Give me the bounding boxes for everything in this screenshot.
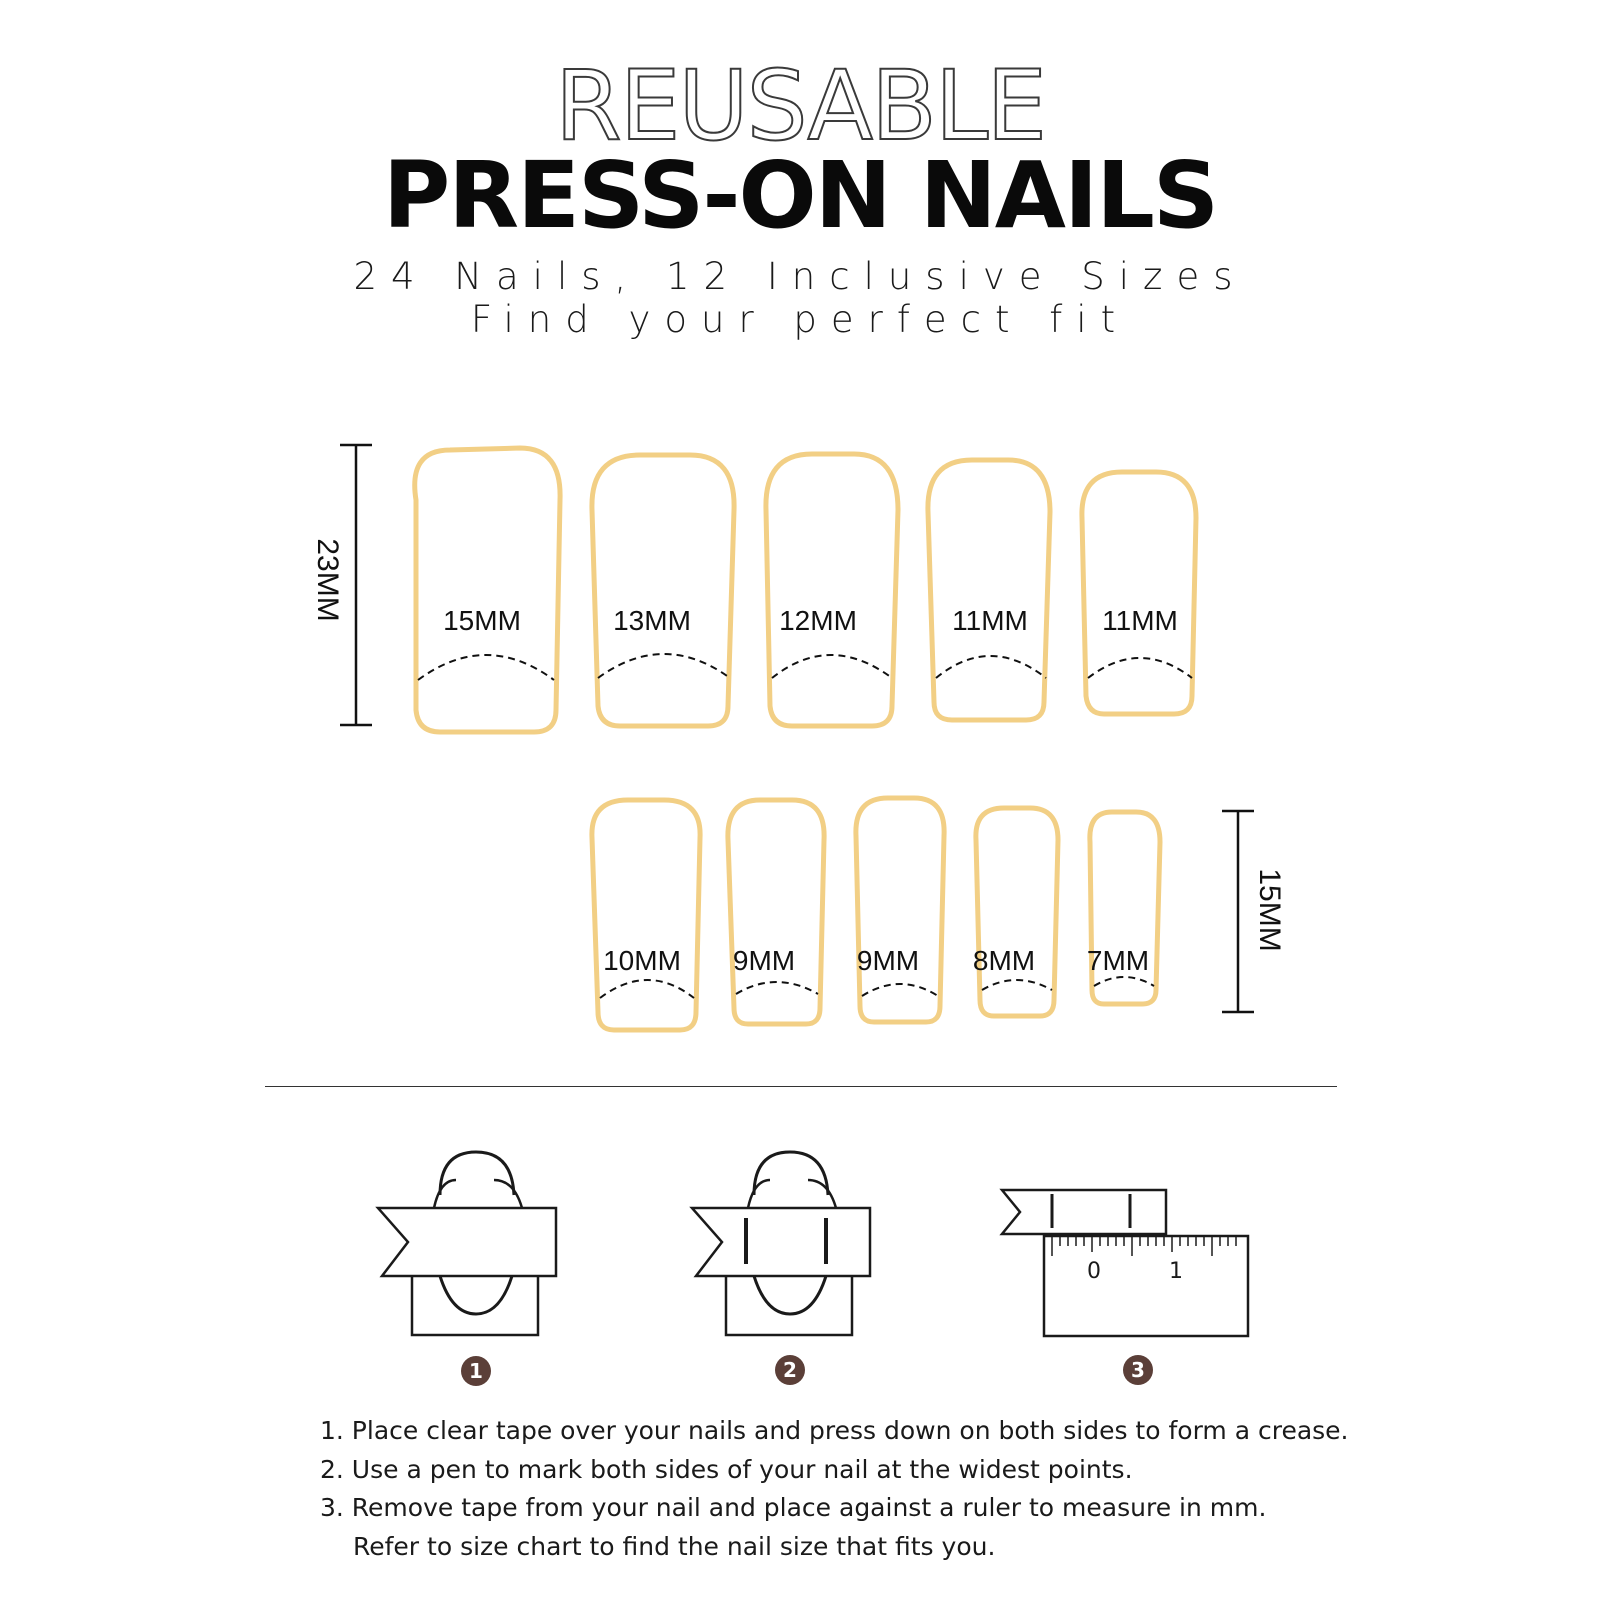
ruler-label-0: 0	[1087, 1259, 1101, 1284]
length-marker-top: 23MM	[311, 443, 372, 727]
subtitle-sizes: 24 Nails, 12 Inclusive Sizes	[353, 255, 1247, 298]
nail-label: 13MM	[613, 605, 691, 636]
nail-label: 7MM	[1087, 945, 1149, 976]
nail-label: 11MM	[1102, 605, 1178, 636]
step-badge-1: 1	[461, 1356, 491, 1386]
step-2-illustration	[689, 1150, 872, 1337]
nail-11mm-b: 11MM	[1079, 469, 1199, 717]
nail-label: 15MM	[443, 605, 521, 636]
length-label-top: 23MM	[311, 538, 344, 621]
step-badge-3: 3	[1123, 1355, 1153, 1385]
nail-label: 11MM	[952, 605, 1028, 636]
instruction-2: 2. Use a pen to mark both sides of your …	[320, 1454, 1133, 1484]
ruler-label-1: 1	[1169, 1259, 1183, 1284]
instruction-3-continuation: Refer to size chart to find the nail siz…	[353, 1531, 996, 1561]
nail-11mm-a: 11MM	[925, 457, 1053, 723]
step-3-illustration: 0 1	[999, 1188, 1250, 1338]
nail-15mm: 15MM	[412, 445, 563, 735]
nail-7mm: 7MM	[1087, 809, 1163, 1007]
instruction-1: 1. Place clear tape over your nails and …	[320, 1416, 1349, 1445]
section-divider	[265, 1086, 1337, 1087]
step-1-illustration	[375, 1150, 558, 1337]
ruler-ticks	[1051, 1236, 1237, 1256]
nail-13mm: 13MM	[589, 452, 737, 729]
title-reusable: REUSABLE	[554, 50, 1048, 162]
length-marker-bottom: 15MM	[1222, 809, 1286, 1014]
subtitle-fit: Find your perfect fit	[470, 298, 1130, 341]
nail-row-top: 15MM 13MM 12MM 11MM 11MM	[412, 445, 1199, 735]
nail-9mm-b: 9MM	[853, 795, 947, 1025]
step-badge-2: 2	[775, 1355, 805, 1385]
nail-size-chart: 23MM 15MM 15MM 13MM 12MM 11MM	[311, 443, 1286, 1033]
title-press-on-nails: PRESS-ON NAILS	[382, 142, 1219, 249]
nail-9mm-a: 9MM	[725, 797, 827, 1027]
length-label-bottom: 15MM	[1253, 868, 1286, 951]
measuring-instructions: 1. Place clear tape over your nails and …	[320, 1412, 1360, 1566]
nail-label: 10MM	[603, 945, 681, 976]
nail-label: 12MM	[779, 605, 857, 636]
nail-label: 8MM	[973, 945, 1035, 976]
nail-row-bottom: 10MM 9MM 9MM 8MM 7MM	[589, 795, 1163, 1033]
nail-8mm: 8MM	[973, 805, 1061, 1019]
nail-label: 9MM	[733, 945, 795, 976]
nail-12mm: 12MM	[763, 451, 901, 729]
instruction-3: 3. Remove tape from your nail and place …	[320, 1493, 1267, 1522]
nail-10mm: 10MM	[589, 797, 703, 1033]
nail-label: 9MM	[857, 945, 919, 976]
